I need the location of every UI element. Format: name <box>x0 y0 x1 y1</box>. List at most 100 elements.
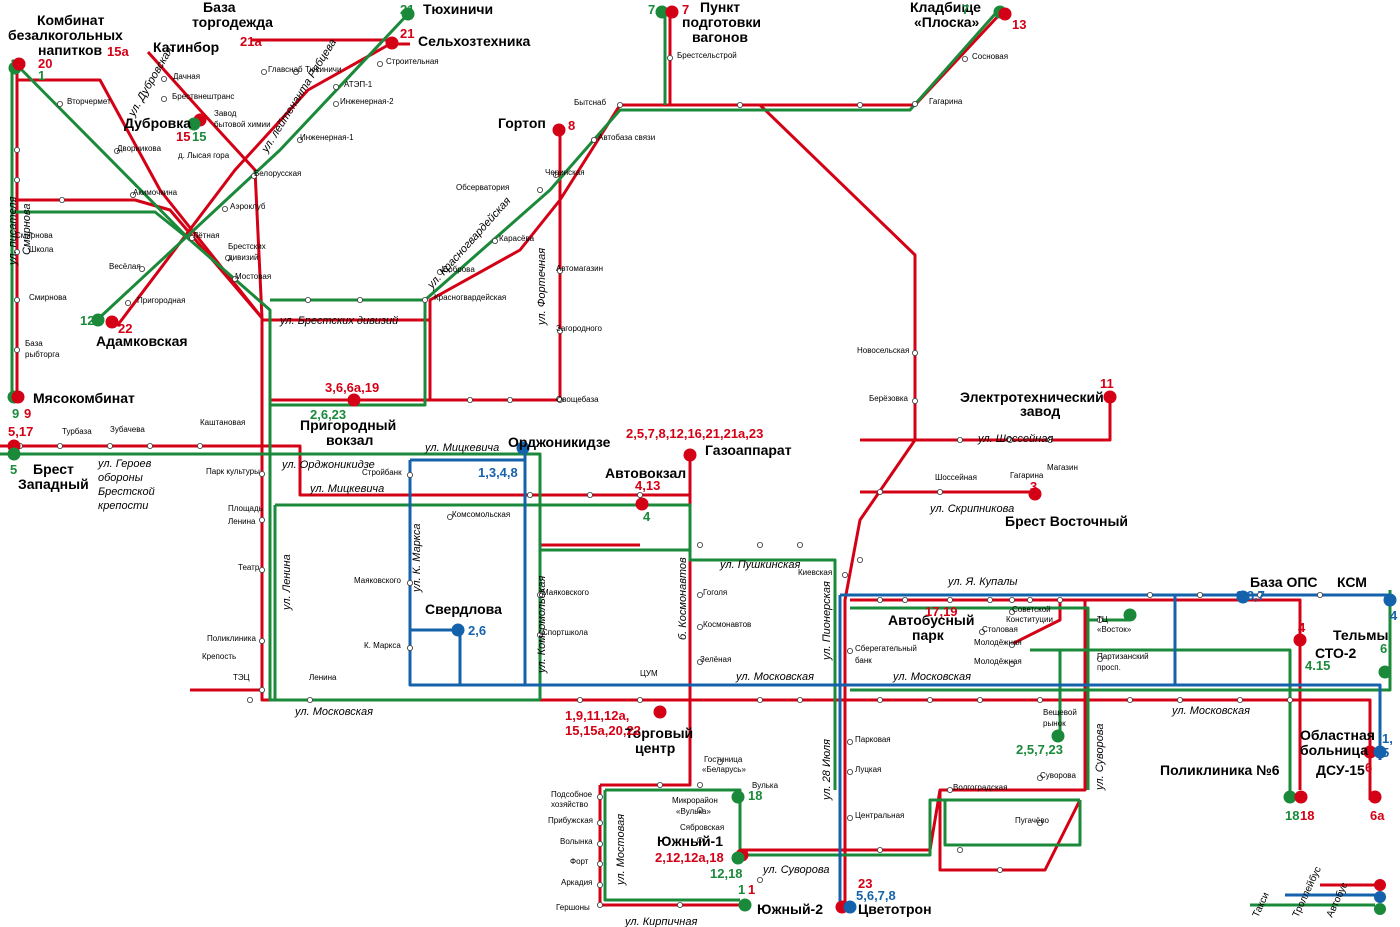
stop-marker[interactable] <box>591 136 598 143</box>
stop-marker[interactable] <box>1037 820 1044 827</box>
terminal-bus[interactable] <box>347 393 361 407</box>
stop-marker[interactable] <box>962 56 969 63</box>
stop-marker[interactable] <box>1197 592 1204 599</box>
stop-marker[interactable] <box>332 101 339 108</box>
stop-marker[interactable] <box>160 76 167 83</box>
stop-marker[interactable] <box>537 632 544 639</box>
stop-marker[interactable] <box>902 597 909 604</box>
stop-marker[interactable] <box>258 517 265 524</box>
stop-marker[interactable] <box>1027 597 1034 604</box>
stop-marker[interactable] <box>697 659 704 666</box>
stop-marker[interactable] <box>977 697 984 704</box>
stop-marker[interactable] <box>107 442 114 449</box>
stop-marker[interactable] <box>1009 609 1016 616</box>
stop-marker[interactable] <box>258 567 265 574</box>
stop-marker[interactable] <box>406 580 413 587</box>
stop-marker[interactable] <box>847 648 854 655</box>
stop-marker[interactable] <box>306 697 313 704</box>
stop-marker[interactable] <box>537 186 544 193</box>
terminal-taxi[interactable] <box>731 851 745 865</box>
stop-marker[interactable] <box>376 61 383 68</box>
terminal-taxi[interactable] <box>1378 665 1392 679</box>
stop-marker[interactable] <box>1257 592 1264 599</box>
stop-marker[interactable] <box>231 275 238 282</box>
stop-marker[interactable] <box>57 442 64 449</box>
stop-marker[interactable] <box>446 514 453 521</box>
stop-marker[interactable] <box>246 697 253 704</box>
stop-marker[interactable] <box>296 136 303 143</box>
stop-marker[interactable] <box>1009 597 1016 604</box>
stop-marker[interactable] <box>436 268 443 275</box>
stop-marker[interactable] <box>597 861 604 868</box>
terminal-bus[interactable] <box>552 123 566 137</box>
stop-marker[interactable] <box>847 769 854 776</box>
stop-marker[interactable] <box>304 296 311 303</box>
terminal-bus[interactable] <box>12 57 26 71</box>
stop-marker[interactable] <box>597 882 604 889</box>
stop-marker[interactable] <box>557 267 564 274</box>
stop-marker[interactable] <box>1127 697 1134 704</box>
terminal-taxi[interactable] <box>7 447 21 461</box>
stop-marker[interactable] <box>697 837 704 844</box>
stop-marker[interactable] <box>1009 642 1016 649</box>
terminal-bus[interactable] <box>653 705 667 719</box>
stop-marker[interactable] <box>160 96 167 103</box>
terminal-taxi[interactable] <box>731 790 745 804</box>
terminal-bus[interactable] <box>683 448 697 462</box>
stop-marker[interactable] <box>506 396 513 403</box>
terminal-bus[interactable] <box>1293 633 1307 647</box>
stop-marker[interactable] <box>637 697 644 704</box>
stop-marker[interactable] <box>697 807 704 814</box>
stop-marker[interactable] <box>877 847 884 854</box>
stop-marker[interactable] <box>737 102 744 109</box>
stop-marker[interactable] <box>13 346 20 353</box>
terminal-trolleybus[interactable] <box>451 623 465 637</box>
stop-marker[interactable] <box>987 597 994 604</box>
terminal-taxi[interactable] <box>401 7 415 21</box>
stop-marker[interactable] <box>912 397 919 404</box>
stop-marker[interactable] <box>877 597 884 604</box>
terminal-taxi[interactable] <box>1123 608 1137 622</box>
stop-marker[interactable] <box>553 171 560 178</box>
stop-marker[interactable] <box>406 645 413 652</box>
stop-marker[interactable] <box>957 847 964 854</box>
stop-marker[interactable] <box>13 176 20 183</box>
stop-marker[interactable] <box>697 624 704 631</box>
stop-marker[interactable] <box>697 542 704 549</box>
stop-marker[interactable] <box>757 877 764 884</box>
stop-marker[interactable] <box>1057 597 1064 604</box>
stop-marker[interactable] <box>1037 697 1044 704</box>
terminal-trolleybus[interactable] <box>516 441 530 455</box>
terminal-taxi[interactable] <box>91 313 105 327</box>
terminal-trolleybus[interactable] <box>1383 593 1397 607</box>
stop-marker[interactable] <box>125 299 132 306</box>
stop-marker[interactable] <box>114 147 121 154</box>
stop-marker[interactable] <box>57 101 64 108</box>
terminal-bus[interactable] <box>1103 390 1117 404</box>
stop-marker[interactable] <box>1037 775 1044 782</box>
terminal-bus[interactable] <box>1368 790 1382 804</box>
stop-marker[interactable] <box>577 697 584 704</box>
stop-marker[interactable] <box>258 470 265 477</box>
stop-marker[interactable] <box>857 557 864 564</box>
stop-marker[interactable] <box>356 296 363 303</box>
stop-marker[interactable] <box>677 902 684 909</box>
stop-marker[interactable] <box>937 488 944 495</box>
stop-marker[interactable] <box>697 592 704 599</box>
terminal-taxi[interactable] <box>655 5 669 19</box>
stop-marker[interactable] <box>1097 656 1104 663</box>
stop-marker[interactable] <box>597 841 604 848</box>
stop-marker[interactable] <box>877 488 884 495</box>
stop-marker[interactable] <box>138 265 145 272</box>
stop-marker[interactable] <box>1007 436 1014 443</box>
stop-marker[interactable] <box>188 234 195 241</box>
stop-marker[interactable] <box>847 739 854 746</box>
terminal-bus[interactable] <box>665 5 679 19</box>
stop-marker[interactable] <box>587 491 594 498</box>
stop-marker[interactable] <box>877 697 884 704</box>
stop-marker[interactable] <box>597 902 604 909</box>
stop-marker[interactable] <box>757 697 764 704</box>
stop-marker[interactable] <box>13 146 20 153</box>
stop-marker[interactable] <box>491 237 498 244</box>
terminal-bus[interactable] <box>998 7 1012 21</box>
